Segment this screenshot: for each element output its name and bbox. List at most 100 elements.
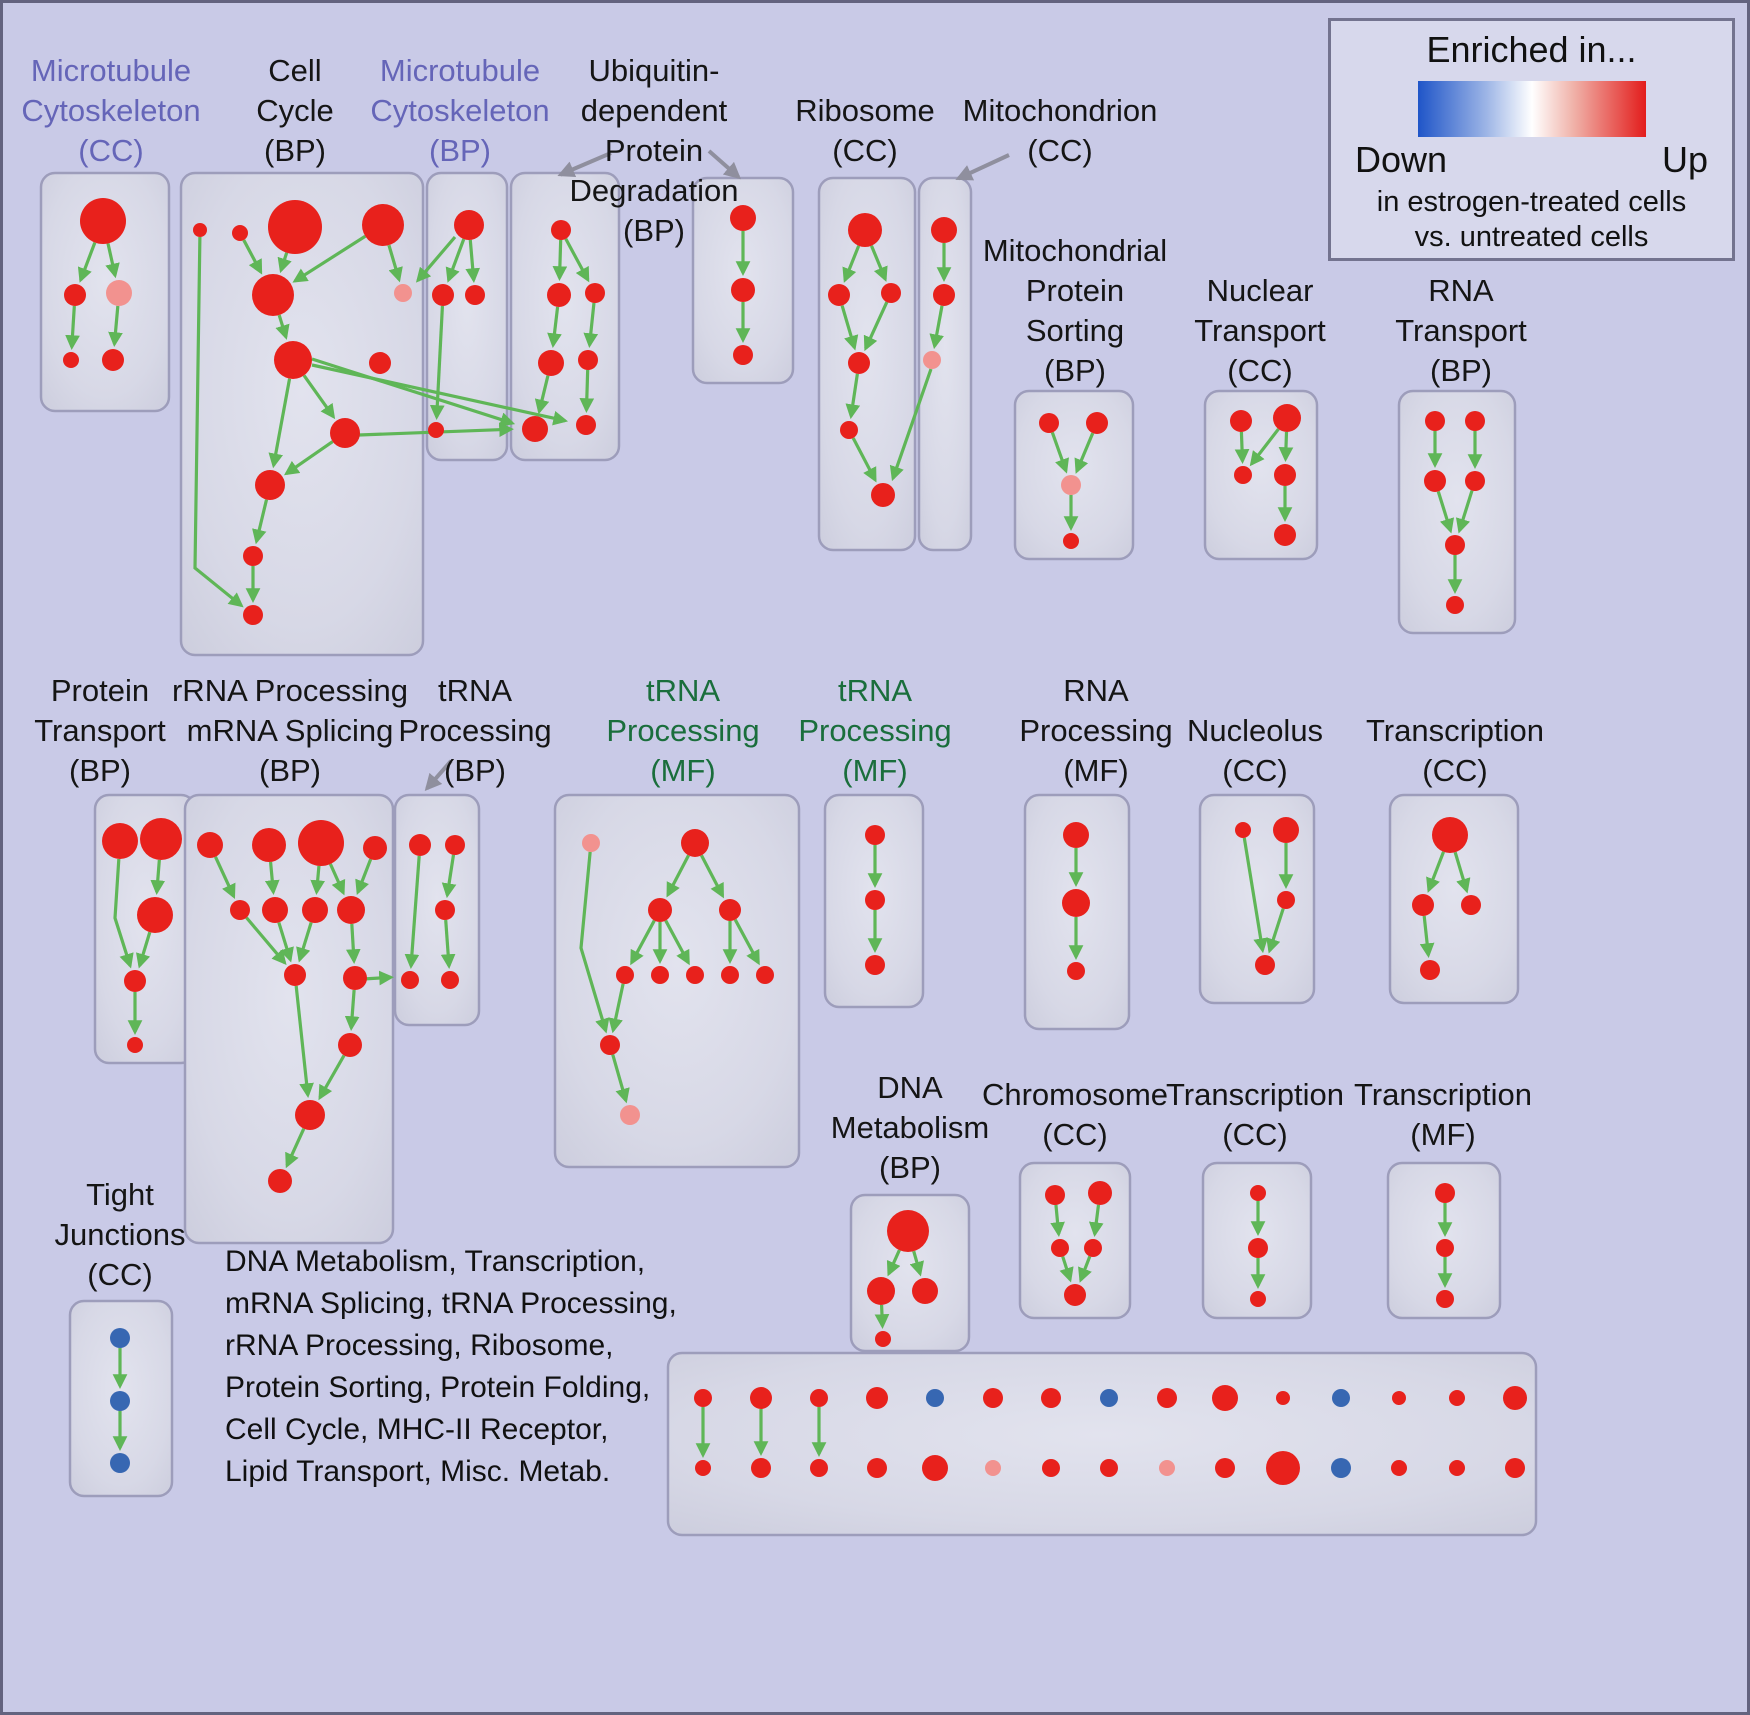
- cluster-box-trna-processing-mf-1: [553, 793, 801, 1169]
- go-term-node: [274, 341, 312, 379]
- edge-arrow: [387, 244, 403, 283]
- go-term-node: [731, 278, 755, 302]
- go-term-node: [828, 284, 850, 306]
- go-term-node: [1392, 1391, 1406, 1405]
- go-term-node: [1235, 822, 1251, 838]
- edge-arrow: [842, 245, 861, 283]
- go-term-node: [428, 422, 444, 438]
- go-term-node: [865, 955, 885, 975]
- edge-arrow: [441, 854, 457, 899]
- go-term-node: [756, 966, 774, 984]
- cluster-label-ribosome-cc: Ribosome (CC): [795, 93, 935, 168]
- go-term-node: [651, 966, 669, 984]
- edge-arrow: [1059, 1256, 1074, 1283]
- cross-cluster-edge-arrow: [415, 235, 457, 283]
- cluster-label-transcription-cc-1: Transcription (CC): [1365, 713, 1545, 788]
- go-term-node: [1465, 411, 1485, 431]
- edge-arrow: [136, 931, 152, 969]
- go-term-node: [865, 825, 885, 845]
- go-term-node: [454, 210, 484, 240]
- edge-arrow: [579, 851, 610, 1034]
- go-term-node: [362, 204, 404, 246]
- legend-down-label: Down: [1355, 139, 1448, 180]
- label-pointer-arrow: [707, 149, 742, 180]
- edge-arrow: [242, 239, 263, 275]
- go-term-node: [887, 1210, 929, 1252]
- edge-arrow: [465, 239, 481, 283]
- cluster-label-trna-processing-bp: tRNA Processing (BP): [398, 673, 552, 788]
- go-term-node: [751, 1458, 771, 1478]
- go-term-node: [1084, 1239, 1102, 1257]
- go-term-node: [582, 834, 600, 852]
- go-term-node: [912, 1278, 938, 1304]
- go-term-node: [1276, 1391, 1290, 1405]
- go-term-node: [1277, 891, 1295, 909]
- edge-arrow: [874, 1304, 890, 1329]
- edge-arrow: [277, 921, 294, 963]
- go-term-node: [193, 223, 207, 237]
- edge-arrow: [193, 236, 244, 608]
- go-term-node: [719, 899, 741, 921]
- go-term-node: [268, 200, 322, 254]
- edge-arrow: [1453, 851, 1471, 894]
- legend-title: Enriched in...: [1426, 29, 1637, 70]
- edge-arrow: [608, 983, 625, 1034]
- edge-arrow: [886, 1249, 901, 1277]
- edge-arrow: [1050, 431, 1069, 474]
- edge-arrow: [292, 234, 367, 283]
- go-term-node: [881, 283, 901, 303]
- go-term-node: [1274, 524, 1296, 546]
- edge-arrow: [113, 858, 134, 969]
- edge-arrow: [445, 238, 466, 283]
- cluster-label-rrna-processing-mrna-splicing-bp: rRNA Processing mRNA Splicing (BP): [171, 673, 409, 788]
- go-term-node: [435, 900, 455, 920]
- edge-arrow: [851, 437, 877, 483]
- edge-arrow: [579, 369, 595, 413]
- legend-gradient-bar: [1417, 81, 1646, 137]
- go-term-node: [1332, 1389, 1350, 1407]
- edge-arrow: [845, 373, 861, 420]
- go-term-node: [983, 1388, 1003, 1408]
- go-term-node: [1274, 464, 1296, 486]
- cross-cluster-edge-arrow: [889, 368, 933, 482]
- edge-arrow: [1266, 908, 1285, 954]
- cluster-label-nucleolus-cc: Nucleolus (CC): [1186, 713, 1324, 788]
- edge-arrow: [328, 863, 346, 896]
- go-term-node: [363, 836, 387, 860]
- cluster-label-protein-transport-bp: Protein Transport (BP): [34, 673, 166, 788]
- go-term-node: [1086, 412, 1108, 434]
- go-term-node: [1449, 1390, 1465, 1406]
- edge-arrow: [345, 923, 361, 964]
- go-term-node: [102, 823, 138, 859]
- edge-arrow: [277, 252, 292, 274]
- edge-arrow: [355, 858, 373, 896]
- go-term-node: [298, 820, 344, 866]
- go-term-node: [445, 835, 465, 855]
- go-term-node: [867, 1277, 895, 1305]
- edge-arrow: [296, 921, 313, 963]
- edge-arrow: [318, 1054, 346, 1101]
- cluster-label-mitochondrial-protein-sorting-bp: Mitochondrial Protein Sorting (BP): [982, 233, 1168, 388]
- go-term-node: [64, 284, 86, 306]
- edge-arrow: [1249, 428, 1280, 467]
- go-term-node: [848, 213, 882, 247]
- edge-arrow: [534, 375, 550, 415]
- label-pointer-arrow: [424, 759, 453, 792]
- go-term-node: [338, 1033, 362, 1057]
- edge-arrow: [65, 305, 80, 350]
- edge-arrow: [863, 301, 889, 352]
- edges-layer: [65, 149, 1483, 1458]
- cluster-label-rna-transport-bp: RNA Transport (BP): [1395, 273, 1527, 388]
- go-term-node: [871, 483, 895, 507]
- edge-arrow: [870, 245, 888, 282]
- cluster-label-trna-processing-mf-2: tRNA Processing (MF): [798, 673, 952, 788]
- cluster-label-nuclear-transport-cc: Nuclear Transport (CC): [1194, 273, 1326, 388]
- edge-arrow: [1436, 491, 1455, 534]
- go-term-node: [810, 1459, 828, 1477]
- edge-arrow: [285, 1127, 306, 1169]
- go-term-node: [1461, 895, 1481, 915]
- cluster-label-mitochondrion-cc: Mitochondrion (CC): [962, 93, 1158, 168]
- go-term-node: [369, 352, 391, 374]
- edge-arrow: [284, 440, 334, 476]
